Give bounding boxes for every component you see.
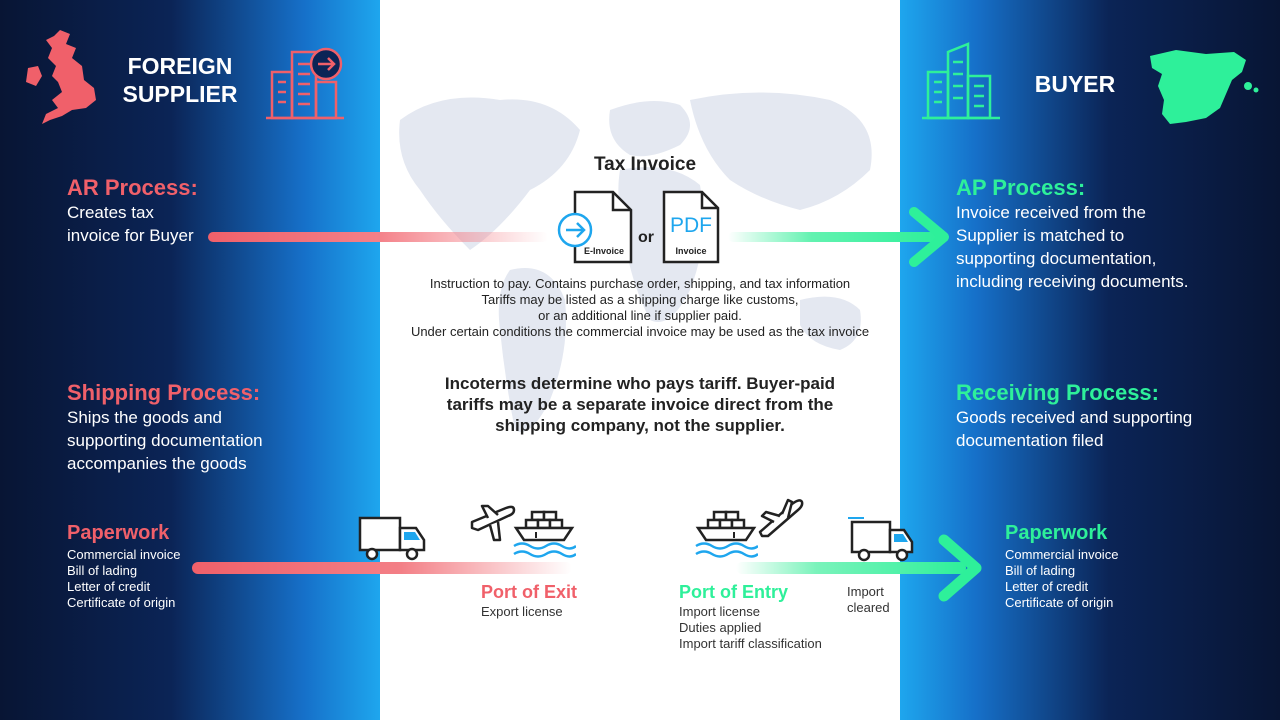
shipping-text-line: accompanies the goods bbox=[67, 454, 247, 473]
center-panel bbox=[380, 0, 900, 720]
incoterms-line: shipping company, not the supplier. bbox=[495, 416, 785, 435]
port-of-entry-heading: Port of Entry bbox=[679, 582, 789, 602]
instruction-line: Instruction to pay. Contains purchase or… bbox=[429, 276, 851, 291]
e-invoice-icon bbox=[557, 190, 633, 264]
receiving-process-heading: Receiving Process: bbox=[956, 380, 1159, 405]
supplier-paperwork-item: Certificate of origin bbox=[67, 595, 176, 610]
pdf-label: PDF bbox=[670, 214, 712, 237]
supplier-paperwork-heading: Paperwork bbox=[67, 522, 170, 544]
ap-flow-arrow bbox=[728, 232, 938, 242]
buyer-title: BUYER bbox=[1034, 71, 1116, 97]
shipping-flow-arrow bbox=[192, 562, 572, 574]
building-arrow-icon bbox=[266, 47, 344, 120]
port-entry-item: Import tariff classification bbox=[679, 636, 822, 651]
ship-icon bbox=[695, 510, 758, 558]
import-cleared-line1: Import bbox=[847, 584, 884, 599]
spain-map-icon bbox=[1150, 50, 1259, 124]
shipping-text-line: supporting documentation bbox=[67, 431, 263, 450]
port-entry-item: Duties applied bbox=[679, 620, 762, 635]
e-invoice-label: E-Invoice bbox=[583, 246, 624, 256]
truck-icon bbox=[358, 516, 426, 561]
pdf-invoice-icon bbox=[662, 190, 720, 264]
ar-text-line1: Creates tax bbox=[67, 203, 154, 222]
or-label: or bbox=[638, 229, 654, 246]
port-entry-item: Import license bbox=[679, 604, 760, 619]
entry-arrow-head-icon bbox=[938, 534, 982, 602]
shipping-text-line: Ships the goods and bbox=[67, 408, 223, 427]
tax-invoice-title: Tax Invoice bbox=[593, 154, 697, 175]
shipping-process-heading: Shipping Process: bbox=[67, 380, 261, 405]
ap-text-line: Supplier is matched to bbox=[956, 226, 1125, 245]
instruction-line: or an additional line if supplier paid. bbox=[538, 308, 742, 323]
supplier-paperwork-item: Bill of lading bbox=[67, 563, 138, 578]
world-map-background bbox=[399, 92, 872, 432]
receiving-text-line: Goods received and supporting bbox=[956, 408, 1193, 427]
ar-text-line2: invoice for Buyer bbox=[67, 226, 194, 245]
receiving-text-line: documentation filed bbox=[956, 431, 1104, 450]
airplane-icon bbox=[470, 504, 516, 542]
ar-process-heading: AR Process: bbox=[67, 175, 198, 200]
ap-arrow-head-icon bbox=[909, 207, 949, 267]
incoterms-line: Incoterms determine who pays tariff. Buy… bbox=[444, 374, 836, 393]
supplier-paperwork-item: Commercial invoice bbox=[67, 547, 181, 562]
ap-text-line: Invoice received from the bbox=[956, 203, 1146, 222]
instruction-line: Tariffs may be listed as a shipping char… bbox=[481, 292, 799, 307]
supplier-title-line2: SUPPLIER bbox=[122, 81, 238, 107]
truck-icon bbox=[848, 517, 914, 562]
ship-icon bbox=[513, 510, 576, 558]
buyer-paperwork-item: Bill of lading bbox=[1005, 563, 1076, 578]
entry-flow-arrow bbox=[736, 562, 966, 574]
port-of-exit-heading: Port of Exit bbox=[481, 582, 578, 602]
uk-map-icon bbox=[26, 30, 96, 124]
ap-text-line: supporting documentation, bbox=[956, 249, 1157, 268]
buyer-paperwork-heading: Paperwork bbox=[1005, 522, 1108, 544]
port-exit-item: Export license bbox=[481, 604, 563, 619]
airplane-icon bbox=[758, 498, 804, 538]
building-icon bbox=[922, 42, 1000, 120]
supplier-panel bbox=[0, 0, 380, 720]
buyer-panel bbox=[900, 0, 1280, 720]
incoterms-line: tariffs may be a separate invoice direct… bbox=[446, 395, 834, 414]
import-cleared-line2: cleared bbox=[847, 600, 890, 615]
buyer-paperwork-item: Commercial invoice bbox=[1005, 547, 1119, 562]
ap-process-heading: AP Process: bbox=[956, 175, 1086, 200]
ap-text-line: including receiving documents. bbox=[956, 272, 1189, 291]
ar-flow-arrow bbox=[208, 232, 548, 242]
supplier-paperwork-item: Letter of credit bbox=[67, 579, 151, 594]
buyer-paperwork-item: Letter of credit bbox=[1005, 579, 1089, 594]
supplier-title-line1: FOREIGN bbox=[127, 53, 233, 79]
buyer-paperwork-item: Certificate of origin bbox=[1005, 595, 1114, 610]
instruction-line: Under certain conditions the commercial … bbox=[410, 324, 870, 339]
invoice-label: Invoice bbox=[675, 246, 707, 256]
